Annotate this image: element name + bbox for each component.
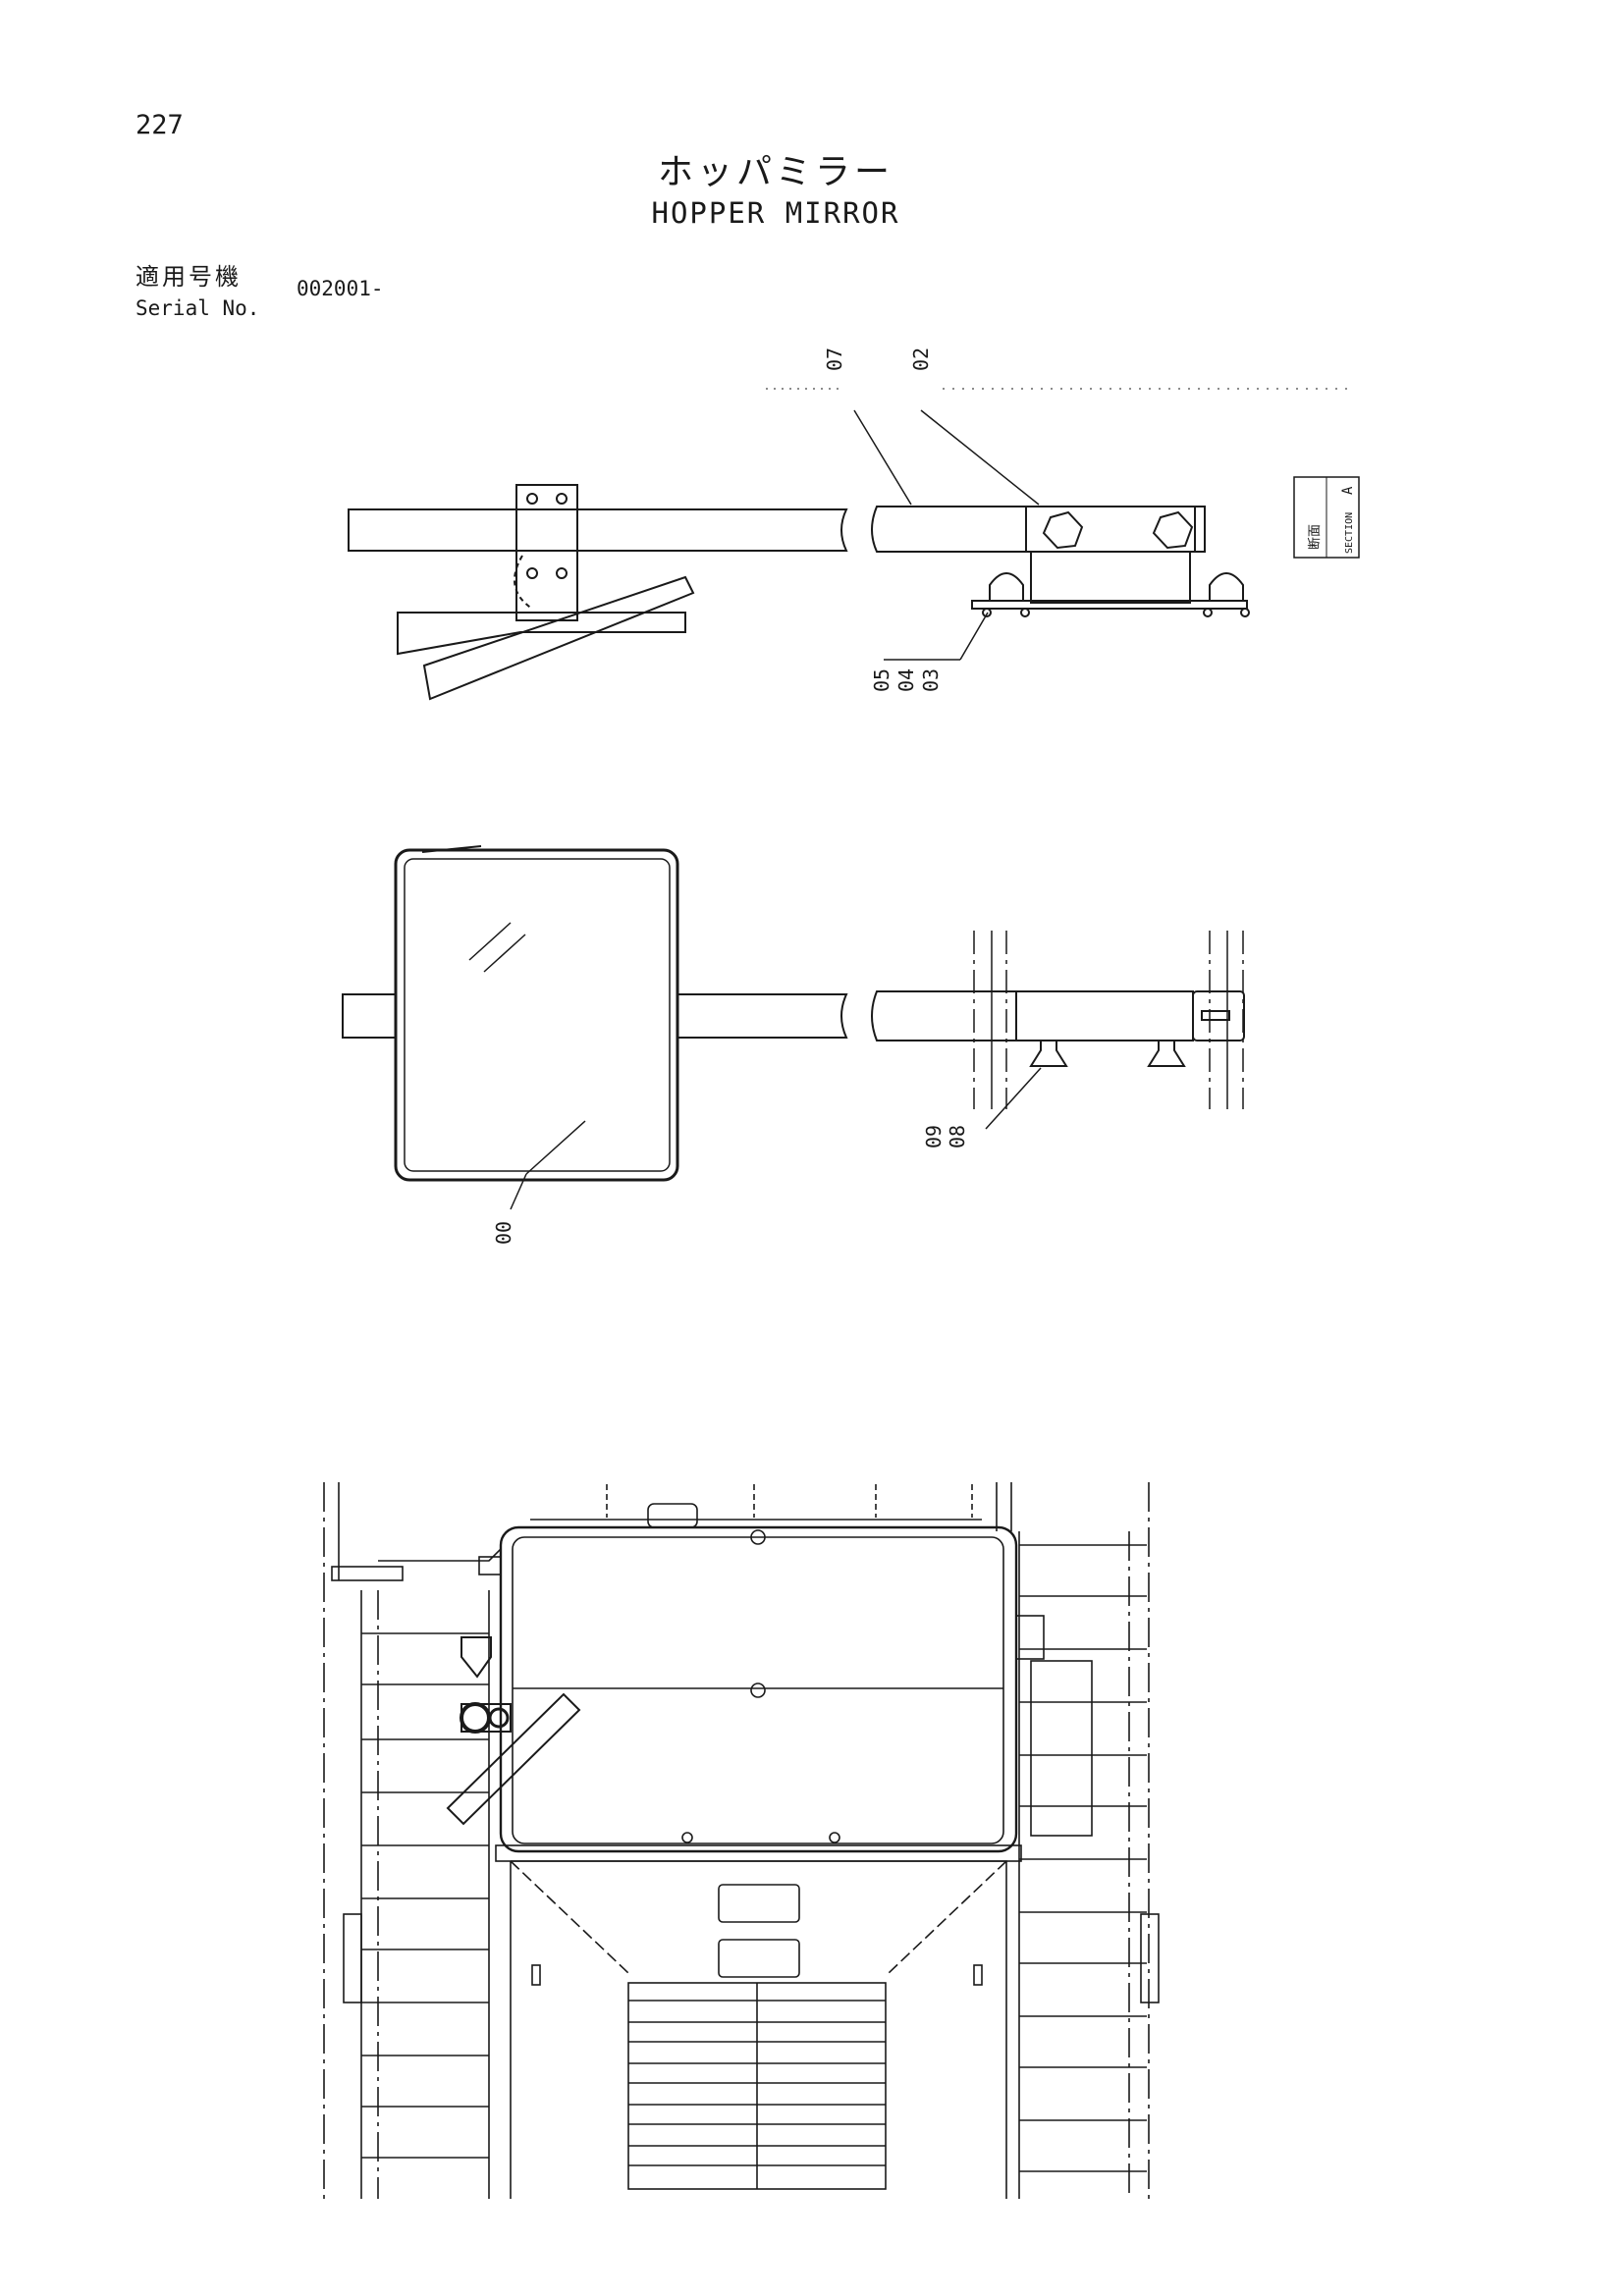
frame-bottom-rail xyxy=(495,1844,1022,1862)
swing-arc xyxy=(514,555,533,610)
nut xyxy=(982,608,992,617)
hatch-lower xyxy=(718,1939,800,1978)
section-tag-letter: A xyxy=(1340,486,1356,495)
side-view xyxy=(348,388,1355,701)
mirror-frame xyxy=(394,848,679,1182)
arm-right xyxy=(871,990,1017,1041)
slot xyxy=(1201,1010,1230,1021)
bolt-hole xyxy=(556,493,568,505)
serial-label-japanese: 適用号機 xyxy=(135,263,242,291)
left-track xyxy=(343,1590,490,2199)
section-tag-jp: 断面 xyxy=(1308,524,1323,550)
frame-edge xyxy=(421,845,482,853)
knob-icon xyxy=(1029,1041,1068,1067)
hex-nut-icon xyxy=(1152,510,1194,550)
nut xyxy=(1240,608,1250,617)
page-number: 227 xyxy=(135,110,184,140)
u-bolt-right xyxy=(1209,572,1244,601)
callout-09: 09 xyxy=(922,1125,946,1148)
section-tag-en: SECTION xyxy=(1344,512,1355,554)
bolt-hole xyxy=(526,567,538,579)
callout-02: 02 xyxy=(909,347,933,371)
bolt-hole xyxy=(526,493,538,505)
bolt-hole xyxy=(556,567,568,579)
callout-07: 07 xyxy=(823,347,846,371)
arm-tube-right xyxy=(871,506,1027,553)
arm-tube-left xyxy=(348,508,848,552)
serial-label-english: Serial No. xyxy=(135,296,260,320)
callout-08: 08 xyxy=(946,1125,969,1148)
arm-stub-left xyxy=(342,993,397,1039)
u-bolt-left xyxy=(989,572,1024,601)
callout-05: 05 xyxy=(870,668,893,692)
mirror-plate-horizontal xyxy=(397,612,686,656)
front-view xyxy=(342,845,1245,1210)
machine-top-view xyxy=(323,1482,1160,2199)
right-track xyxy=(1018,1531,1160,2199)
nut xyxy=(1020,608,1030,617)
callout-04: 04 xyxy=(894,668,918,692)
glass-glint xyxy=(483,934,526,973)
title-english: HOPPER MIRROR xyxy=(651,196,900,230)
radiator-grille xyxy=(627,1982,887,2190)
mirror-plate-tilted xyxy=(422,575,695,701)
title-japanese: ホッパミラー xyxy=(657,152,893,192)
section-tag: 断面 SECTION A xyxy=(1293,476,1360,559)
hex-nut-icon xyxy=(1042,510,1084,550)
knob-icon xyxy=(1147,1041,1186,1067)
lift-handle xyxy=(647,1503,698,1528)
mirror-mount-icon xyxy=(460,1702,491,1734)
mirror-glass xyxy=(404,858,671,1172)
mount-block xyxy=(1025,506,1196,553)
mount-block-front xyxy=(1015,990,1194,1041)
callout-00: 00 xyxy=(492,1221,515,1245)
base-plate xyxy=(971,600,1248,610)
leader-line-02 xyxy=(920,409,1040,506)
leader-line-07 xyxy=(853,409,912,506)
callout-03: 03 xyxy=(919,668,943,692)
mount-flange xyxy=(1194,506,1206,553)
glass-glint xyxy=(468,922,512,961)
hopper-mirror-installed xyxy=(446,1692,581,1826)
view-arrow-icon xyxy=(460,1636,492,1679)
arm-middle xyxy=(677,993,848,1039)
hopper-inner xyxy=(512,1536,1004,1844)
side-box xyxy=(1030,1660,1093,1837)
leader-line-03 xyxy=(959,612,989,661)
mount-end-cap xyxy=(1192,990,1245,1041)
leader-line-00 xyxy=(525,1120,586,1175)
handrail-left xyxy=(331,1566,404,1581)
serial-number-value: 002001- xyxy=(297,277,384,300)
clamp-bracket xyxy=(515,484,578,621)
leader-line-08 xyxy=(985,1067,1042,1130)
mount-base xyxy=(1030,551,1191,604)
funnel-right-edge xyxy=(511,1860,1007,2199)
nut xyxy=(1203,608,1213,617)
hatch-upper xyxy=(718,1884,800,1923)
hopper-frame xyxy=(499,1525,1018,1853)
